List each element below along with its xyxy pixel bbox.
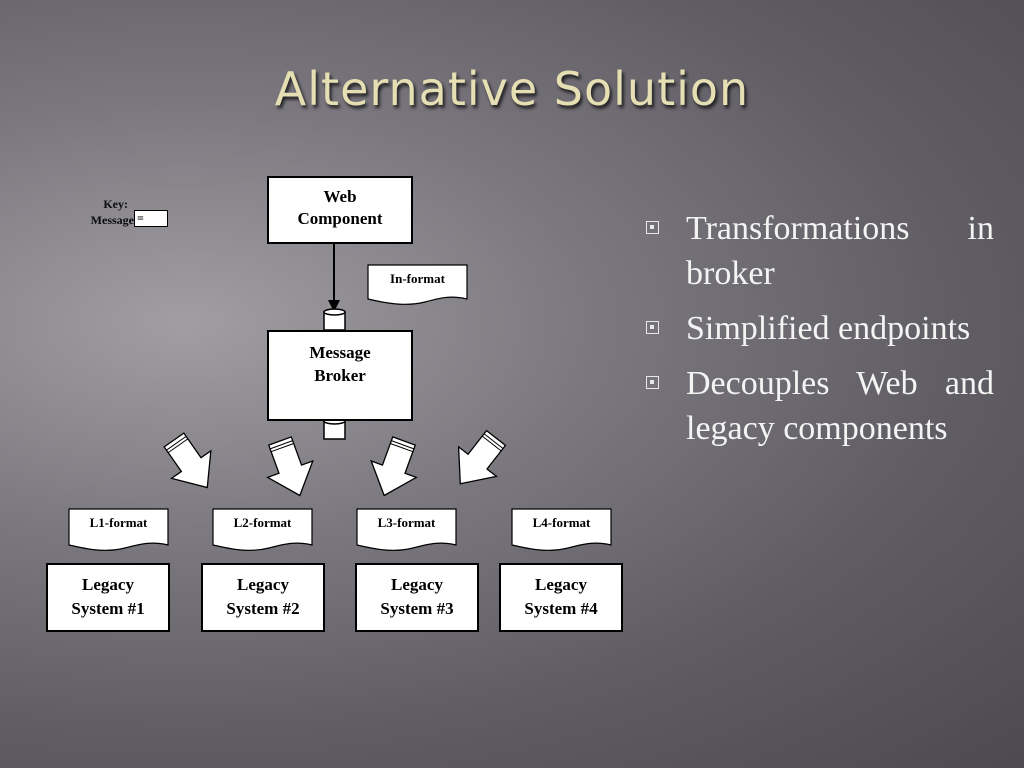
key-symbol-box: = (134, 210, 168, 227)
square-bullet-icon (646, 376, 659, 389)
bullet-item: Simplified endpoints (642, 306, 994, 351)
legacy-system-2-line1: Legacy (237, 575, 289, 594)
legacy-system-4-box: Legacy System #4 (499, 563, 623, 632)
square-bullet-icon (646, 221, 659, 234)
legacy-system-4-line2: System #4 (524, 599, 598, 618)
block-arrow-1-icon (163, 432, 212, 489)
legacy-system-1-box: Legacy System #1 (46, 563, 170, 632)
message-cylinder-top (323, 308, 346, 331)
l3-format-document (356, 508, 457, 551)
legacy-system-1-line1: Legacy (82, 575, 134, 594)
key-legend: Key: Message (76, 196, 134, 228)
l4-format-label: L4-format (532, 515, 591, 530)
message-broker-box: Message Broker (267, 330, 413, 421)
block-arrow-3-icon (370, 436, 418, 497)
in-format-label: In-format (390, 271, 445, 286)
l1-format-label: L1-format (89, 515, 148, 530)
legacy-system-3-line2: System #3 (380, 599, 454, 618)
legacy-system-2-line2: System #2 (226, 599, 300, 618)
slide-title: Alternative Solution (274, 62, 750, 116)
web-component-box: Web Component (267, 176, 413, 244)
square-bullet-icon (646, 321, 659, 334)
message-broker-line1: Message (309, 343, 371, 362)
key-message-label: Message (90, 213, 134, 227)
legacy-system-1-line2: System #1 (71, 599, 145, 618)
web-component-line2: Component (297, 209, 383, 228)
legacy-system-3-box: Legacy System #3 (355, 563, 479, 632)
message-broker-line2: Broker (314, 366, 366, 385)
block-arrow-4-icon (457, 429, 507, 485)
arrowhead-down-icon (328, 300, 340, 312)
bullet-text: Decouples Web and legacy components (686, 365, 994, 447)
l4-format-document (511, 508, 612, 551)
legacy-system-4-line1: Legacy (535, 575, 587, 594)
key-label: Key: (103, 197, 128, 211)
message-cylinder-bottom (323, 417, 346, 440)
in-format-document (367, 264, 468, 305)
bullet-text: Transformations in broker (686, 210, 994, 292)
legacy-system-2-box: Legacy System #2 (201, 563, 325, 632)
web-component-line1: Web (323, 187, 357, 206)
bullet-item: Decouples Web and legacy components (642, 361, 994, 451)
l1-format-document (68, 508, 169, 551)
l2-format-label: L2-format (233, 515, 292, 530)
block-arrow-2-icon (266, 436, 314, 497)
bullet-item: Transformations in broker (642, 206, 994, 296)
legacy-system-3-line1: Legacy (391, 575, 443, 594)
bullet-list: Transformations in broker Simplified end… (642, 206, 994, 461)
l2-format-document (212, 508, 313, 551)
l3-format-label: L3-format (377, 515, 436, 530)
bullet-text: Simplified endpoints (686, 310, 971, 347)
